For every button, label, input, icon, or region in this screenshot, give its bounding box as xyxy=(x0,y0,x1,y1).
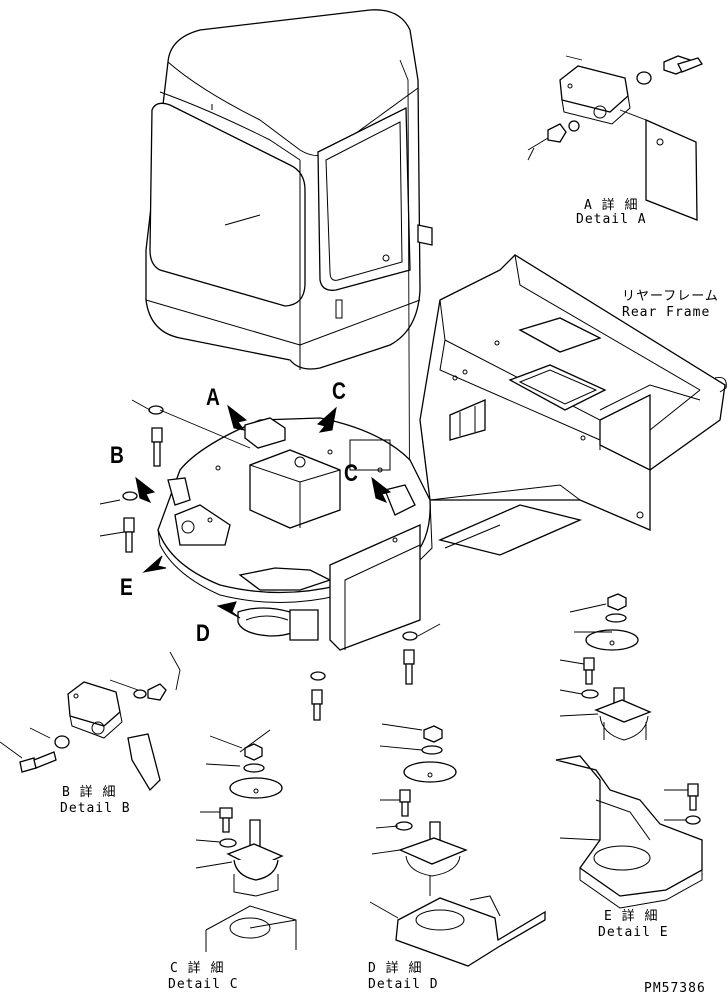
callout-arrows xyxy=(135,404,392,619)
rear-frame-label-jp: リヤーフレーム xyxy=(622,289,719,304)
cab-floor-plate xyxy=(157,417,433,651)
operator-cab xyxy=(145,9,433,370)
detail-e-label-en: Detail E xyxy=(598,925,669,940)
detail-b-label-en: Detail B xyxy=(60,801,131,816)
detail-a-label-jp: A 詳 細 xyxy=(584,198,639,213)
detail-a-label-en: Detail A xyxy=(576,212,647,227)
rear-frame-label-en: Rear Frame xyxy=(622,305,711,320)
callout-c-lower: C xyxy=(344,460,358,487)
detail-b-mount xyxy=(0,651,181,792)
detail-a-mount xyxy=(527,55,703,221)
callout-e: E xyxy=(120,574,133,601)
detail-d-label-en: Detail D xyxy=(368,977,439,992)
detail-d-mount xyxy=(369,723,546,967)
detail-c-label-en: Detail C xyxy=(168,977,239,992)
detail-d-label-jp: D 詳 細 xyxy=(368,961,423,976)
mounting-bolts xyxy=(99,399,441,721)
callout-d: D xyxy=(196,620,210,647)
detail-e-label-jp: E 詳 細 xyxy=(604,909,659,924)
detail-e-mount xyxy=(555,593,703,909)
detail-b-label-jp: B 詳 細 xyxy=(62,785,117,800)
callout-c-upper: C xyxy=(332,378,346,405)
callout-b: B xyxy=(110,442,124,469)
detail-c-label-jp: C 詳 細 xyxy=(170,961,225,976)
callout-a: A xyxy=(206,384,220,411)
drawing-number: PM57386 xyxy=(644,981,706,996)
detail-c-mount xyxy=(195,729,297,952)
rear-frame xyxy=(419,254,727,556)
